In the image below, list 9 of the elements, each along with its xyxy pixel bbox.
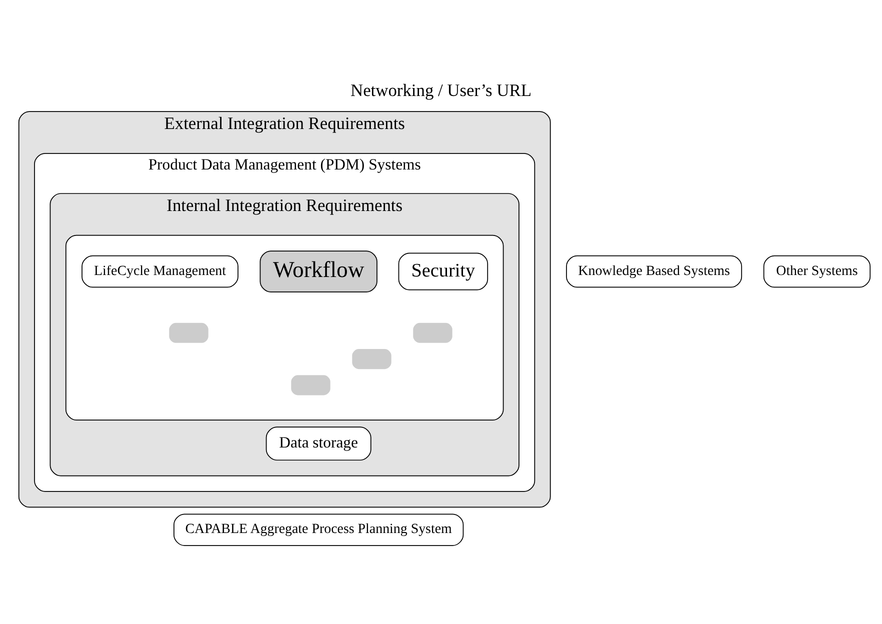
node-box: CAPABLE Aggregate Process Planning System bbox=[174, 514, 464, 546]
node-box: Knowledge Based Systems bbox=[566, 255, 742, 288]
node-box: LifeCycle Management bbox=[82, 255, 238, 288]
cluster bbox=[65, 234, 504, 420]
node-box: Workflow bbox=[260, 250, 378, 292]
node-box: Data storage bbox=[266, 426, 372, 461]
node-box: Security bbox=[398, 252, 488, 290]
diagram-title: Networking / User’s URL bbox=[350, 80, 532, 100]
node-box: Other Systems bbox=[763, 255, 871, 288]
